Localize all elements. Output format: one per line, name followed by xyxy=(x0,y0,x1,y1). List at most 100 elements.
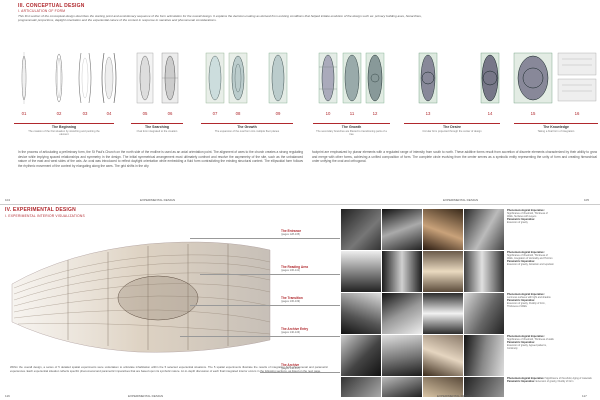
form-sketch-02 xyxy=(55,53,63,103)
space-label: The Reading Area xyxy=(281,265,308,269)
footer-label: EXPERIMENTAL DESIGN xyxy=(128,394,164,398)
step-number: 07 xyxy=(212,111,218,116)
form-sketch-14 xyxy=(480,52,500,104)
interior-render xyxy=(382,293,422,334)
form-sketch-11 xyxy=(342,52,362,104)
phase-title: The Searching xyxy=(144,125,170,129)
interior-render xyxy=(341,335,381,376)
phase-description: The secondary branches are filtered to t… xyxy=(316,130,387,137)
interior-render xyxy=(423,251,463,292)
notes-text: Significance of threshold, Thickness of … xyxy=(507,254,553,260)
phase-title: The Growth xyxy=(341,125,362,129)
interior-render xyxy=(341,251,381,292)
notes-heading: Phenomenological Imperative: xyxy=(507,251,545,254)
interior-render xyxy=(464,335,504,376)
interior-render xyxy=(423,335,463,376)
notes-heading: Parametric Imperative: xyxy=(507,380,535,383)
step-number: 02 xyxy=(56,111,62,116)
form-sketch-12 xyxy=(365,52,385,104)
footer-label: EXPERIMENTAL DESIGN xyxy=(437,394,473,398)
form-sketch-04 xyxy=(101,52,117,104)
notes-heading: Parametric Imperative: xyxy=(507,260,535,263)
notes-heading: Parametric Imperative: xyxy=(507,299,535,302)
step-number: 15 xyxy=(530,111,536,116)
body-text-right: footprint are emphasized by planar eleme… xyxy=(312,150,597,163)
footer-label: EXPERIMENTAL DESIGN xyxy=(443,198,479,202)
phase-description: The expansion of the oval form into mult… xyxy=(214,130,280,133)
spread-divider xyxy=(0,204,600,205)
notes-text: Significance of threshold, Thickness of … xyxy=(507,212,548,218)
interior-render xyxy=(382,251,422,292)
step-number: 13 xyxy=(425,111,431,116)
phase-divider xyxy=(131,123,183,124)
step-number: 06 xyxy=(167,111,173,116)
notes-heading: Phenomenological Imperative: xyxy=(507,209,545,212)
form-sketch-08 xyxy=(228,52,248,104)
imperatives-notes: Phenomenological Imperative: Luminous su… xyxy=(507,293,554,308)
body-text-left: In the process of articulating a prelimi… xyxy=(18,150,303,168)
notes-heading: Parametric Imperative: xyxy=(507,218,535,221)
notes-heading: Phenomenological Imperative: xyxy=(507,335,545,338)
step-number: 12 xyxy=(372,111,378,116)
phase-divider xyxy=(14,123,114,124)
leader-line xyxy=(200,274,340,275)
form-sketch-07 xyxy=(205,52,225,104)
interior-render xyxy=(464,377,504,397)
experimental-body-text: Within the overall design, a series of 5… xyxy=(10,365,328,373)
step-number: 11 xyxy=(349,111,355,116)
interior-render xyxy=(341,293,381,334)
notes-text: Extension of gravity, Agreed patterns, C… xyxy=(507,344,547,350)
interior-render xyxy=(382,209,422,250)
form-sketch-15 xyxy=(513,52,553,104)
space-pages: (pages 140-143) xyxy=(281,331,301,334)
imperatives-notes: Phenomenological Imperative: Significanc… xyxy=(507,209,554,224)
notes-text: Extension of gravity, Fluidity of form, … xyxy=(507,302,546,308)
interior-render xyxy=(423,293,463,334)
phase-title: The Desire xyxy=(443,125,461,129)
imperatives-notes: Phenomenological Imperative: Significanc… xyxy=(507,335,554,350)
space-pages: (pages 136-139) xyxy=(281,300,301,303)
notes-heading: Phenomenological Imperative: xyxy=(507,293,545,296)
space-label: The Transition xyxy=(281,296,303,300)
interior-render xyxy=(464,251,504,292)
imperatives-notes: Phenomenological Imperative: Significanc… xyxy=(507,377,594,383)
form-sketch-05 xyxy=(136,52,154,104)
space-label: The Archive xyxy=(281,363,300,367)
space-label: The Archive Entry xyxy=(281,327,309,331)
space-label: The Entrance xyxy=(281,229,302,233)
subsection-title: I. EXPERIMENTAL INTERIOR VISUALIZATIONS xyxy=(5,214,85,218)
page-number: 117 xyxy=(582,394,587,398)
notes-text: Extension of gravity, Attraction and rep… xyxy=(507,263,554,266)
phase-divider xyxy=(201,123,293,124)
space-pages: (pages 128-135) xyxy=(281,233,301,236)
section-title: IV. EXPERIMENTAL DESIGN xyxy=(5,207,76,213)
form-sketch-16 xyxy=(557,52,597,102)
phase-divider xyxy=(313,123,390,124)
form-sketch-06 xyxy=(161,52,179,104)
leader-line xyxy=(190,238,340,239)
phase-divider xyxy=(404,123,500,124)
interior-render xyxy=(382,335,422,376)
notes-heading: Phenomenological Imperative: xyxy=(507,377,545,380)
imperatives-notes: Phenomenological Imperative: Significanc… xyxy=(507,251,554,266)
step-number: 09 xyxy=(275,111,281,116)
space-pages: (pages 136-141) xyxy=(281,269,301,272)
phase-description: Oval form integrated to the creation xyxy=(136,130,178,133)
section-title: III. CONCEPTUAL DESIGN xyxy=(18,3,85,9)
notes-text: Significance of threshold, Thickness of … xyxy=(507,338,554,341)
notes-text: Luminous surfaces with light and shadow xyxy=(507,296,551,299)
form-sketch-03 xyxy=(78,52,92,104)
step-number: 10 xyxy=(325,111,331,116)
leader-line xyxy=(190,305,340,306)
interior-render xyxy=(464,293,504,334)
visualization-row xyxy=(341,377,595,397)
visualization-row: Phenomenological Imperative: Significanc… xyxy=(341,251,595,292)
space-pages: (pages 144-147) xyxy=(281,367,301,370)
phase-title: The Beginning xyxy=(51,125,77,129)
page-number: 116 xyxy=(5,394,10,398)
step-number: 08 xyxy=(235,111,241,116)
step-number: 04 xyxy=(106,111,112,116)
building-perspective-drawing xyxy=(11,241,271,353)
phase-title: The Growth xyxy=(237,125,257,129)
step-number: 01 xyxy=(21,111,27,116)
